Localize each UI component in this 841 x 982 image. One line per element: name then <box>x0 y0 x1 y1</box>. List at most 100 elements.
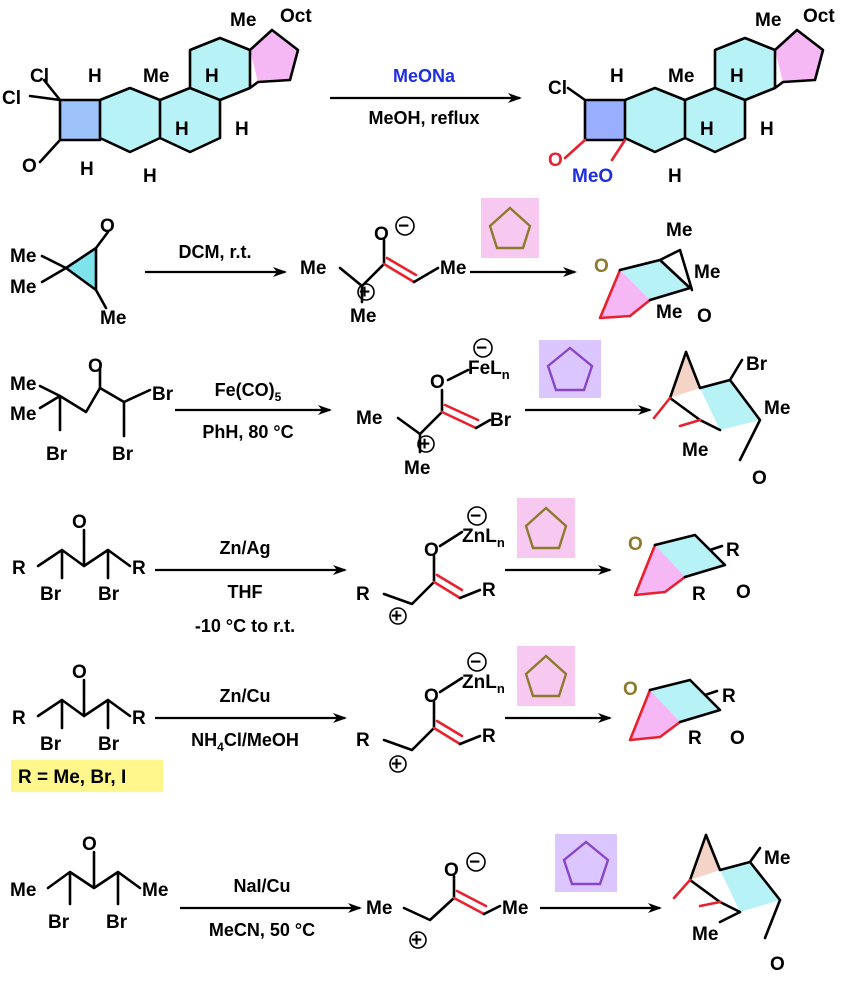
cl-label: Cl <box>30 66 49 87</box>
o-label: O <box>82 834 97 855</box>
conditions-label: THF <box>228 582 263 602</box>
conditions-label: -10 °C to r.t. <box>195 616 295 636</box>
h-label: H <box>175 119 189 140</box>
o-label: O <box>72 512 87 533</box>
br-label: Br <box>152 384 174 405</box>
o-label: O <box>623 679 638 700</box>
h-label: H <box>730 66 744 87</box>
r-label: R <box>12 708 26 729</box>
reagent-label: NaI/Cu <box>233 876 290 896</box>
dibromoketone-r2: O R R Br Br <box>12 662 146 755</box>
row-2: O Me Me Me DCM, r.t. Me Me Me O − + <box>10 198 720 329</box>
row-1-steroid: Cl Cl O H H Me H H H H Me Oct MeONa MeOH… <box>2 6 835 187</box>
r-label: R <box>482 580 496 601</box>
h-label: H <box>610 66 624 87</box>
h-label: H <box>235 119 249 140</box>
steroid-product: Cl O MeO H Me H H H H Me Oct <box>548 6 835 187</box>
oxyallyl-cation: Me Me Me O − + <box>300 216 466 327</box>
me-label: Me <box>350 306 376 327</box>
br-label: Br <box>48 912 70 933</box>
reagent-label: Zn/Cu <box>220 686 271 706</box>
cl-label: Cl <box>2 88 21 109</box>
me-label: Me <box>694 262 720 283</box>
r-label: R <box>482 726 496 747</box>
conditions-label: MeOH, reflux <box>368 108 479 128</box>
o-label: O <box>22 156 37 177</box>
me-label: Me <box>668 66 694 87</box>
steroid-reactant: Cl Cl O H H Me H H H H Me Oct <box>2 6 312 187</box>
h-label: H <box>668 166 682 187</box>
dibromoketone-r: O R R Br Br <box>12 512 146 605</box>
zinc-oxyallyl-2: R R O ZnLn − + <box>356 652 505 775</box>
o-label: O <box>548 150 563 171</box>
cycloadduct-oxa-r2: O R R O <box>623 678 745 749</box>
me-label: Me <box>764 848 790 869</box>
row-5: O R R Br Br R = Me, Br, I Zn/Cu NH4Cl/Me… <box>11 646 745 792</box>
cl-label: Cl <box>548 78 567 99</box>
me-label: Me <box>10 880 36 901</box>
h-label: H <box>80 159 94 180</box>
plus-charge: + <box>359 282 370 303</box>
me-label: Me <box>10 246 36 267</box>
me-label: Me <box>142 880 168 901</box>
meo-label: MeO <box>572 166 613 187</box>
zn-ln-label: ZnLn <box>462 526 505 550</box>
plus-charge: + <box>391 606 402 627</box>
reagent-label: Fe(CO)5 <box>215 380 282 404</box>
o-label: O <box>594 256 609 277</box>
br-label: Br <box>40 584 62 605</box>
minus-charge: − <box>476 338 487 359</box>
o-label: O <box>752 468 767 489</box>
br-label: Br <box>746 354 768 375</box>
plus-charge: + <box>391 754 402 775</box>
cycloadduct-oxa-r: O R R O <box>628 533 751 605</box>
cycloadduct-oxa: O Me Me Me O <box>594 220 720 327</box>
o-label: O <box>444 860 459 881</box>
cyclopropanone: O Me Me Me <box>10 216 126 329</box>
minus-charge: − <box>469 852 480 873</box>
br-label: Br <box>40 734 62 755</box>
h-label: H <box>700 119 714 140</box>
h-label: H <box>143 166 157 187</box>
r-label: R <box>132 558 146 579</box>
o-label: O <box>730 728 745 749</box>
r-label: R <box>12 558 26 579</box>
me-label: Me <box>230 10 256 31</box>
row-4: O R R Br Br Zn/Ag THF -10 °C to r.t. R R… <box>12 498 751 636</box>
oct-label: Oct <box>803 6 835 27</box>
zn-ln-label: ZnLn <box>462 672 505 696</box>
conditions-label: PhH, 80 °C <box>202 422 293 442</box>
reagent-label: MeONa <box>393 66 456 86</box>
me-label: Me <box>356 408 382 429</box>
o-label: O <box>628 534 643 555</box>
r-label: R <box>132 708 146 729</box>
r-label: R <box>688 728 702 749</box>
minus-charge: − <box>470 652 481 673</box>
minus-charge: − <box>470 506 481 527</box>
conditions-label: MeCN, 50 °C <box>209 920 315 940</box>
r-label: R <box>356 730 370 751</box>
o-label: O <box>100 216 115 237</box>
me-label: Me <box>656 302 682 323</box>
plus-charge: + <box>419 434 430 455</box>
reagent-label: Zn/Ag <box>220 538 271 558</box>
o-label: O <box>424 540 439 561</box>
reagent-label: DCM, r.t. <box>178 242 251 262</box>
me-label: Me <box>682 440 708 461</box>
me-label: Me <box>100 308 126 329</box>
me-label: Me <box>666 220 692 241</box>
o-label: O <box>430 372 445 393</box>
o-label: O <box>72 662 87 683</box>
me-label: Me <box>764 398 790 419</box>
h-label: H <box>88 66 102 87</box>
o-label: O <box>374 224 389 245</box>
bicyclic-bromoketone: Br Me Me O <box>652 350 790 489</box>
o-label: O <box>88 356 103 377</box>
row-6: O Me Me Br Br NaI/Cu MeCN, 50 °C Me Me O… <box>10 833 790 975</box>
oxyallyl-cation-2: Me Me O − + <box>366 852 528 951</box>
h-label: H <box>760 119 774 140</box>
r-label: R <box>692 584 706 605</box>
me-label: Me <box>404 458 430 479</box>
me-label: Me <box>366 898 392 919</box>
